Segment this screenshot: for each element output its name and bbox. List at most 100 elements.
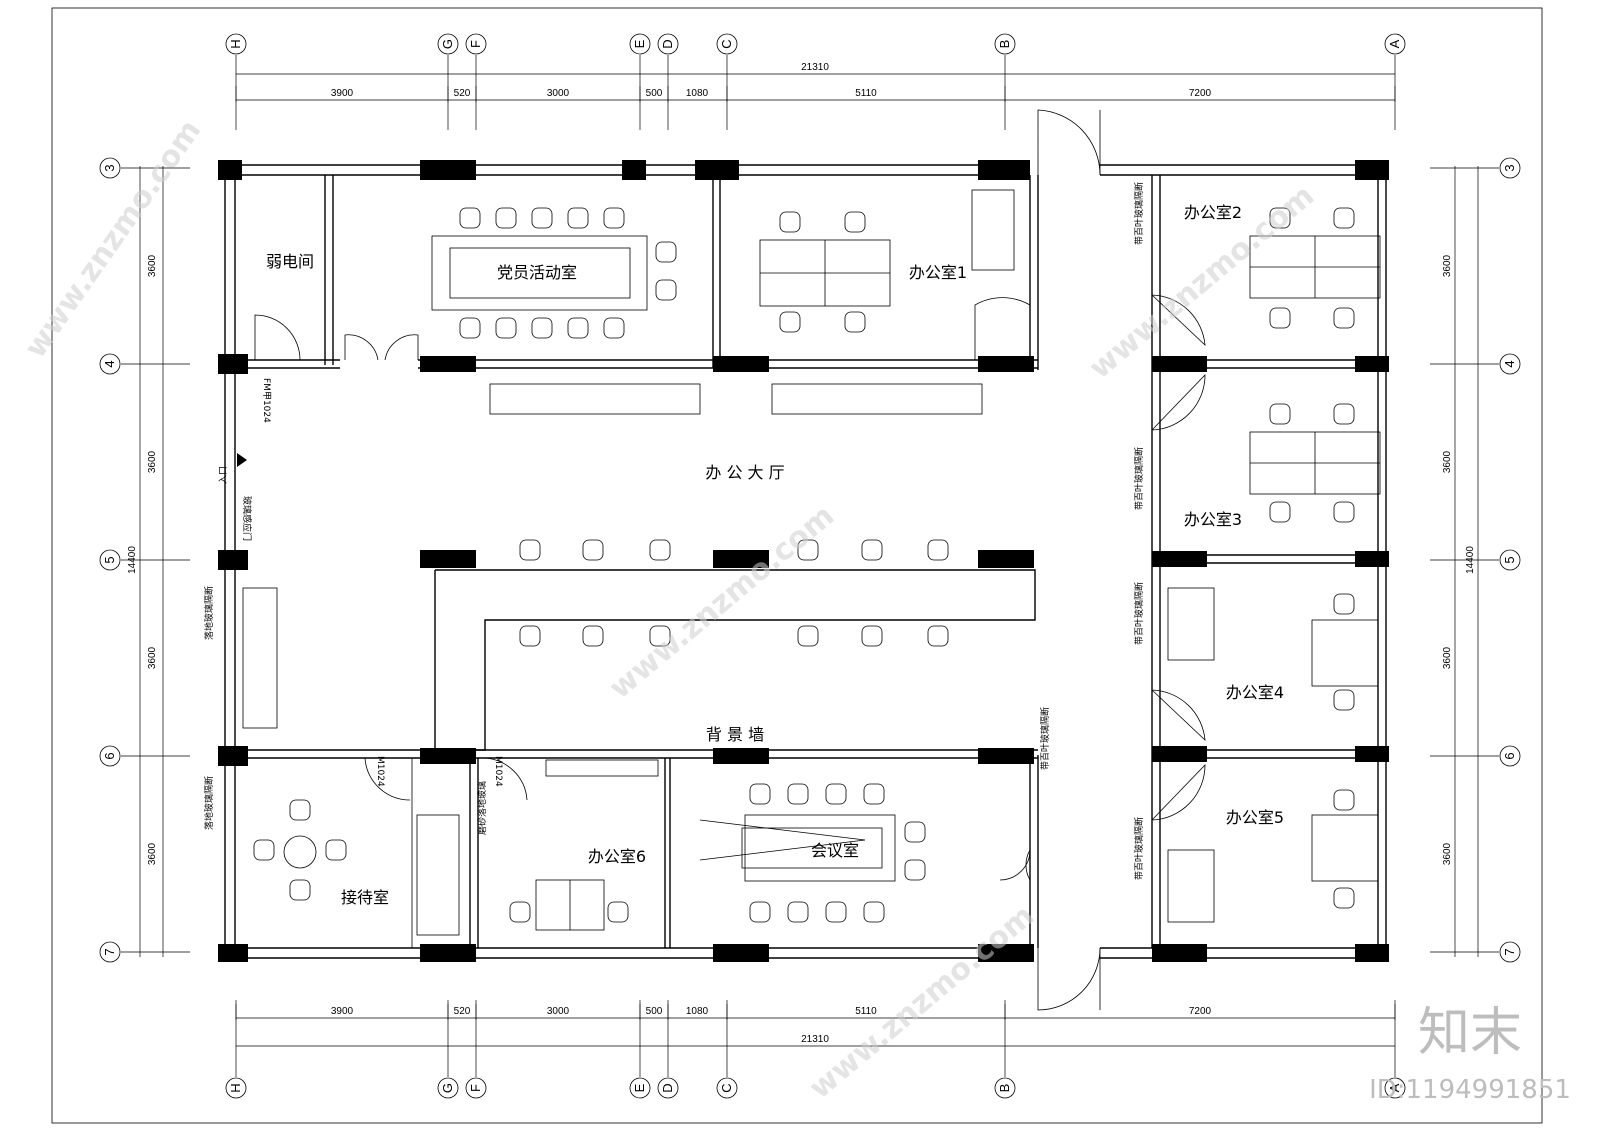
- chair: [649, 539, 671, 561]
- chair: [519, 625, 541, 647]
- chair: [655, 279, 677, 301]
- segment-label: 5110: [855, 88, 877, 99]
- chair: [749, 783, 771, 805]
- chair: [797, 539, 819, 561]
- axis-label: G: [440, 1083, 455, 1093]
- main-door-top: [1037, 109, 1101, 176]
- office5-door: [1151, 764, 1206, 821]
- column-block: [1152, 551, 1207, 567]
- column-block: [420, 356, 476, 372]
- chair: [459, 317, 481, 339]
- axis-label: 5: [102, 556, 117, 563]
- door-code-office6: M1024: [493, 756, 503, 787]
- column-block: [1355, 160, 1389, 180]
- office1-door: [974, 297, 1031, 360]
- chair: [289, 799, 311, 821]
- chair: [607, 901, 629, 923]
- floor-glass-note-2: 落地玻璃隔断: [203, 776, 215, 830]
- lobby-seats-left: [489, 383, 701, 415]
- chair: [1333, 689, 1355, 711]
- reception-door: [364, 757, 411, 801]
- column-block: [713, 356, 769, 372]
- door-code-fm: FM甲1024: [261, 378, 272, 423]
- axis-bubble-C: C: [716, 33, 738, 130]
- bottom-dimensions: 21310: [236, 1017, 1395, 1047]
- axis-label: 4: [1502, 360, 1517, 367]
- furniture: [242, 189, 1381, 936]
- chair: [1269, 501, 1291, 523]
- label-office2: 办公室2: [1184, 203, 1242, 222]
- axis-bubble-4: 4: [99, 353, 190, 375]
- column-block: [218, 550, 248, 570]
- segment-label: 500: [646, 1006, 663, 1017]
- axis-label: 3: [102, 164, 117, 171]
- weak-room-door: [254, 314, 301, 361]
- chair: [1333, 403, 1355, 425]
- chair: [749, 901, 771, 923]
- label-office4: 办公室4: [1226, 683, 1284, 702]
- lobby-bench: [242, 587, 278, 729]
- axis-label: F: [468, 1084, 483, 1092]
- chair: [603, 317, 625, 339]
- chair: [927, 625, 949, 647]
- row-segment-label: 3600: [1442, 254, 1453, 277]
- column-block: [978, 748, 1034, 764]
- office4-sofa: [1167, 587, 1215, 661]
- label-office6: 办公室6: [588, 847, 646, 866]
- chair: [567, 207, 589, 229]
- frosted-glass-note: 磨砂落地玻璃: [476, 781, 488, 835]
- segment-label: 7200: [1189, 1006, 1212, 1017]
- column-block: [978, 550, 1034, 568]
- column-block: [622, 160, 646, 180]
- label-entrance: 入口: [218, 466, 229, 484]
- office5-desk: [1311, 814, 1379, 882]
- chair: [1333, 207, 1355, 229]
- axis-bubble-3: 3: [99, 157, 190, 179]
- chair: [649, 625, 671, 647]
- chair: [509, 901, 531, 923]
- chair: [779, 211, 801, 233]
- chair: [797, 625, 819, 647]
- main-door-bottom: [1037, 947, 1101, 1011]
- chair: [844, 211, 866, 233]
- chair: [582, 625, 604, 647]
- watermarks: www.znzmo.com www.znzmo.com www.znzmo.co…: [18, 114, 1571, 1106]
- office2-door: [1151, 294, 1206, 347]
- axis-label: 6: [1502, 752, 1517, 759]
- total-height-left: 14400: [127, 546, 138, 574]
- axis-bubble-H: H: [225, 33, 247, 130]
- doors: [237, 109, 1206, 1011]
- column-block: [218, 746, 248, 766]
- chair: [495, 207, 517, 229]
- right-dimensions: 14400: [1454, 166, 1479, 957]
- segment-label: 5110: [855, 1006, 877, 1017]
- chair: [289, 879, 311, 901]
- party-room-door: [344, 334, 419, 361]
- chair: [904, 821, 926, 843]
- office6-door: [481, 757, 528, 801]
- axis-label: 7: [102, 948, 117, 955]
- axis-label: D: [660, 1083, 675, 1092]
- drawing-frame: [51, 7, 1543, 1124]
- chair: [459, 207, 481, 229]
- column-block: [420, 160, 476, 180]
- label-office1: 办公室1: [909, 263, 967, 282]
- axis-label: B: [997, 40, 1012, 49]
- label-office5: 办公室5: [1226, 808, 1284, 827]
- axis-bubble-7: 7: [1430, 941, 1521, 963]
- office3-door: [1151, 374, 1206, 431]
- segment-label: 520: [454, 88, 471, 99]
- row-segment-label: 3600: [1442, 646, 1453, 669]
- chair: [531, 207, 553, 229]
- column-block: [420, 550, 476, 568]
- axis-label: B: [997, 1084, 1012, 1093]
- chair: [825, 783, 847, 805]
- chair: [1333, 307, 1355, 329]
- chair: [253, 839, 275, 861]
- segment-label: 520: [454, 1006, 471, 1017]
